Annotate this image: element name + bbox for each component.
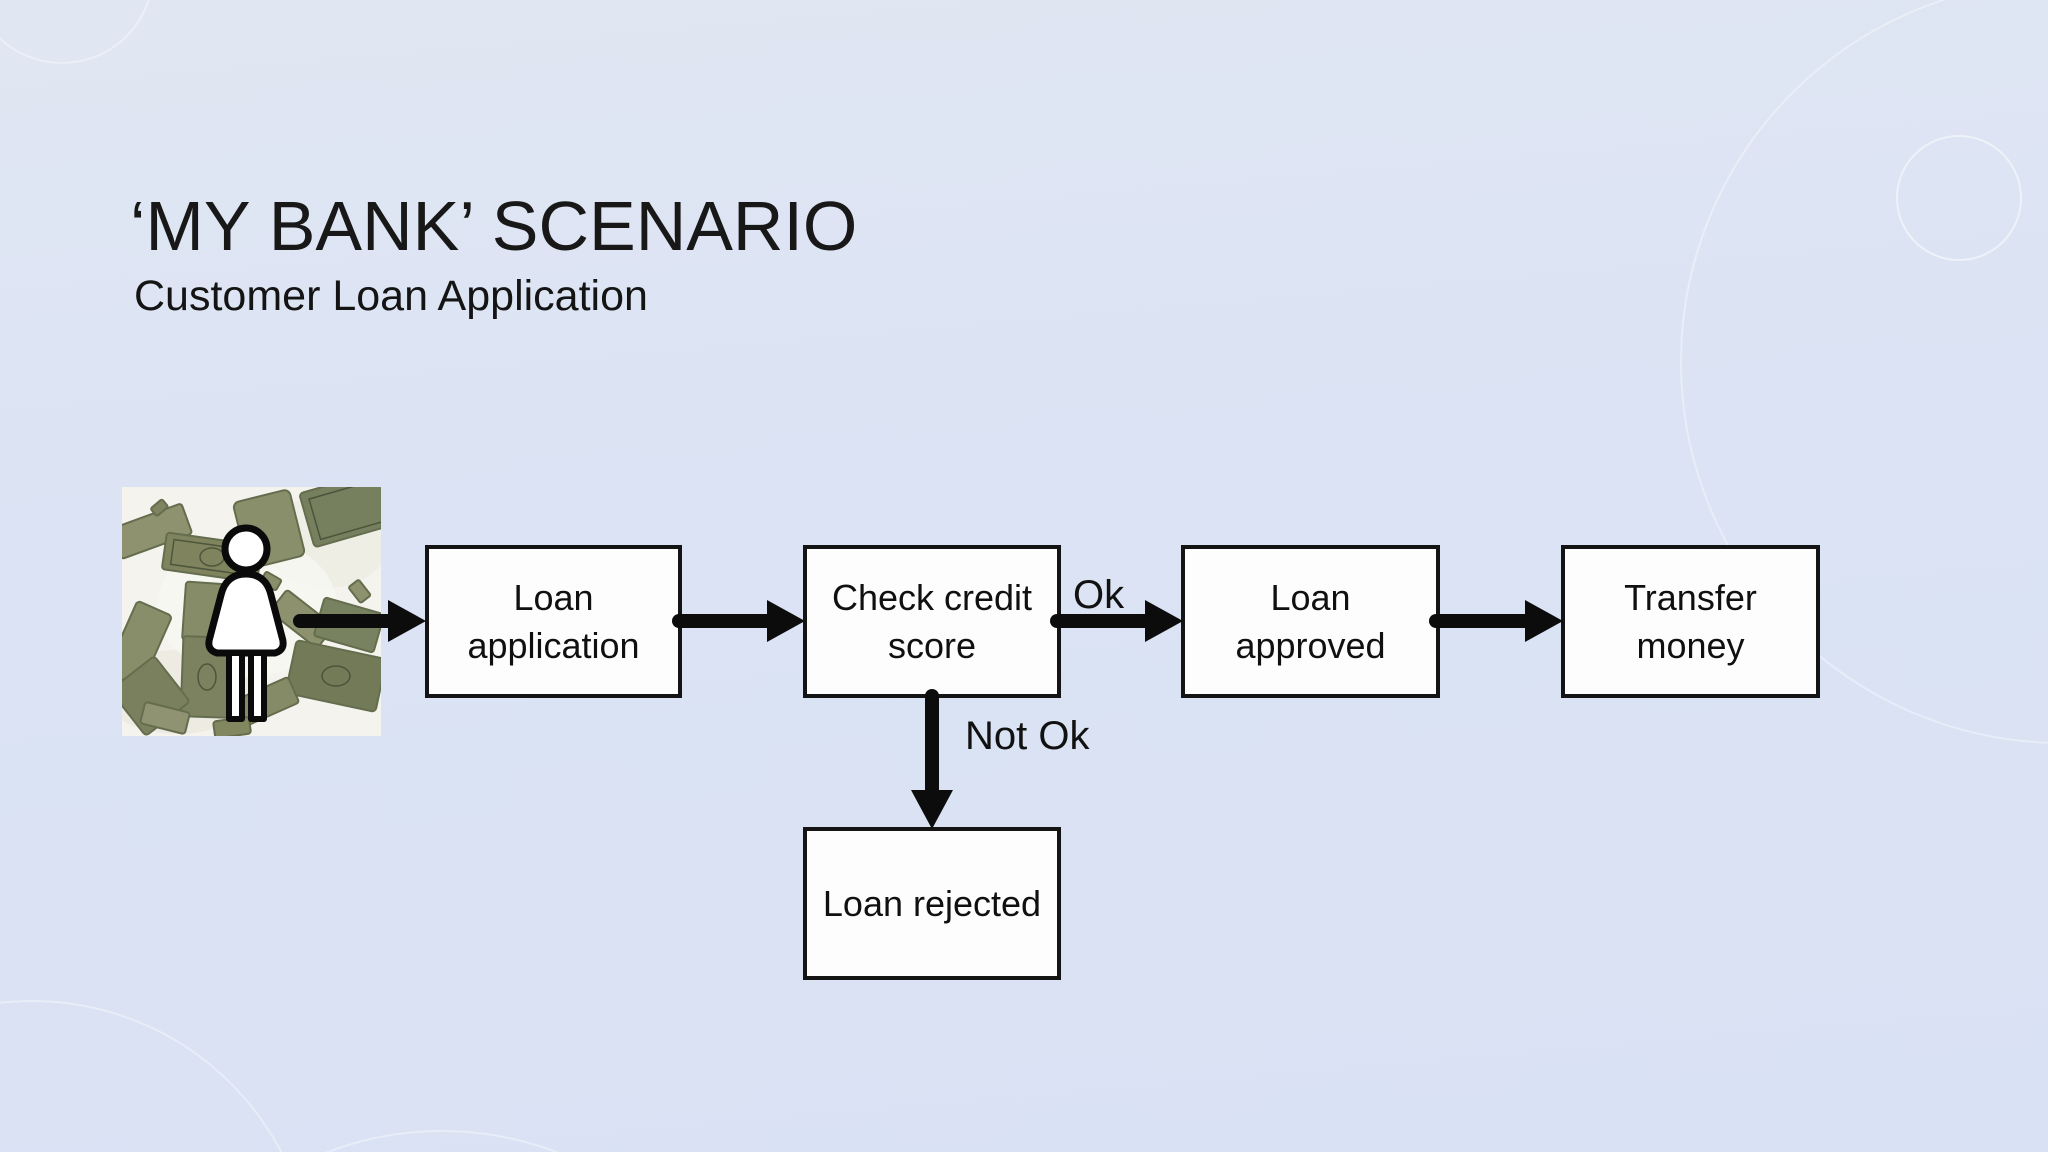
node-label: application (467, 624, 640, 666)
background-ring-decoration (0, 0, 154, 64)
arrow-approved-to-transfer (1429, 600, 1563, 642)
person-icon (205, 524, 287, 722)
slide-title: ‘MY BANK’ SCENARIO (130, 187, 858, 265)
background-ring-decoration (1896, 135, 2022, 261)
background-ring-decoration (0, 1000, 314, 1152)
edge-label-ok: Ok (1073, 573, 1125, 617)
customer-money-image (122, 487, 381, 736)
arrow-application-to-check (672, 600, 805, 642)
node-label: Check credit (831, 576, 1033, 618)
node-loan-application: Loan application (425, 545, 682, 698)
slide-subtitle: Customer Loan Application (134, 272, 648, 320)
node-check-credit-score: Check credit score (803, 545, 1061, 698)
edge-label-not-ok: Not Ok (965, 714, 1090, 758)
node-label: Loan (513, 576, 594, 618)
node-loan-rejected: Loan rejected (803, 827, 1061, 980)
node-transfer-money: Transfer money (1561, 545, 1820, 698)
node-label: Loan (1270, 576, 1351, 618)
node-label: Loan rejected (822, 882, 1042, 924)
node-label: score (887, 624, 977, 666)
background-ring-decoration (120, 1130, 764, 1152)
customer-money-graphic (122, 487, 381, 736)
node-label: Transfer (1624, 576, 1757, 618)
node-label: approved (1235, 624, 1386, 666)
node-label: money (1636, 624, 1745, 666)
arrow-check-to-rejected (911, 689, 953, 829)
node-loan-approved: Loan approved (1181, 545, 1440, 698)
